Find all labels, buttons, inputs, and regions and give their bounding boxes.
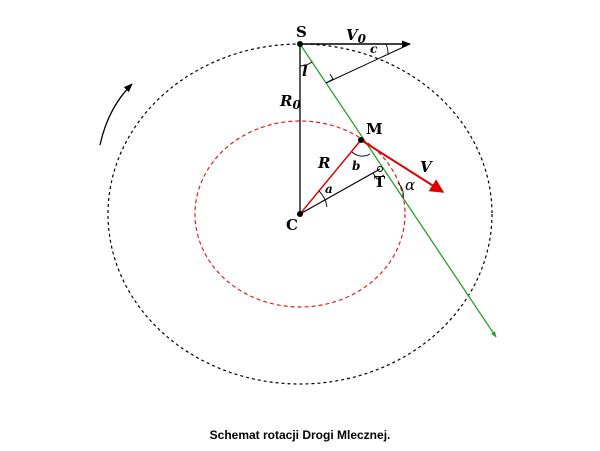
inner-orbit (194, 120, 406, 308)
point-s (297, 41, 303, 47)
angle-l-arc (299, 61, 313, 67)
angle-b-arc (351, 151, 371, 157)
label-s: S (296, 23, 307, 41)
point-m (358, 137, 364, 143)
figure-caption: Schemat rotacji Drogi Mlecznej. (209, 428, 391, 442)
label-c-center: C (286, 216, 298, 234)
label-v: V (420, 158, 433, 176)
galaxy-rotation-diagram: S V0 c l R0 M R b V T α a C (99, 23, 497, 385)
label-l: l (302, 62, 308, 80)
v-vector (360, 139, 445, 193)
angle-alpha-arc (397, 182, 404, 199)
label-m: M (366, 120, 383, 138)
point-c (297, 211, 303, 217)
label-c: c (370, 42, 378, 56)
label-r: R (317, 154, 330, 172)
label-v0: V0 (346, 26, 367, 46)
line-of-sight (299, 43, 497, 338)
label-a: a (325, 182, 333, 196)
label-b: b (352, 159, 360, 173)
right-angle-marker-t (372, 172, 385, 180)
point-t (377, 166, 383, 172)
ct-line (299, 168, 381, 215)
label-r0: R0 (279, 92, 301, 112)
right-angle-marker-top (325, 73, 334, 84)
rotation-direction-arrow (99, 83, 133, 146)
angle-a-arc (318, 190, 328, 208)
label-t: T (374, 173, 386, 191)
angle-c-arc (385, 43, 389, 55)
label-alpha: α (405, 176, 415, 194)
r-line (299, 139, 362, 215)
v0-projection-line (325, 43, 411, 84)
